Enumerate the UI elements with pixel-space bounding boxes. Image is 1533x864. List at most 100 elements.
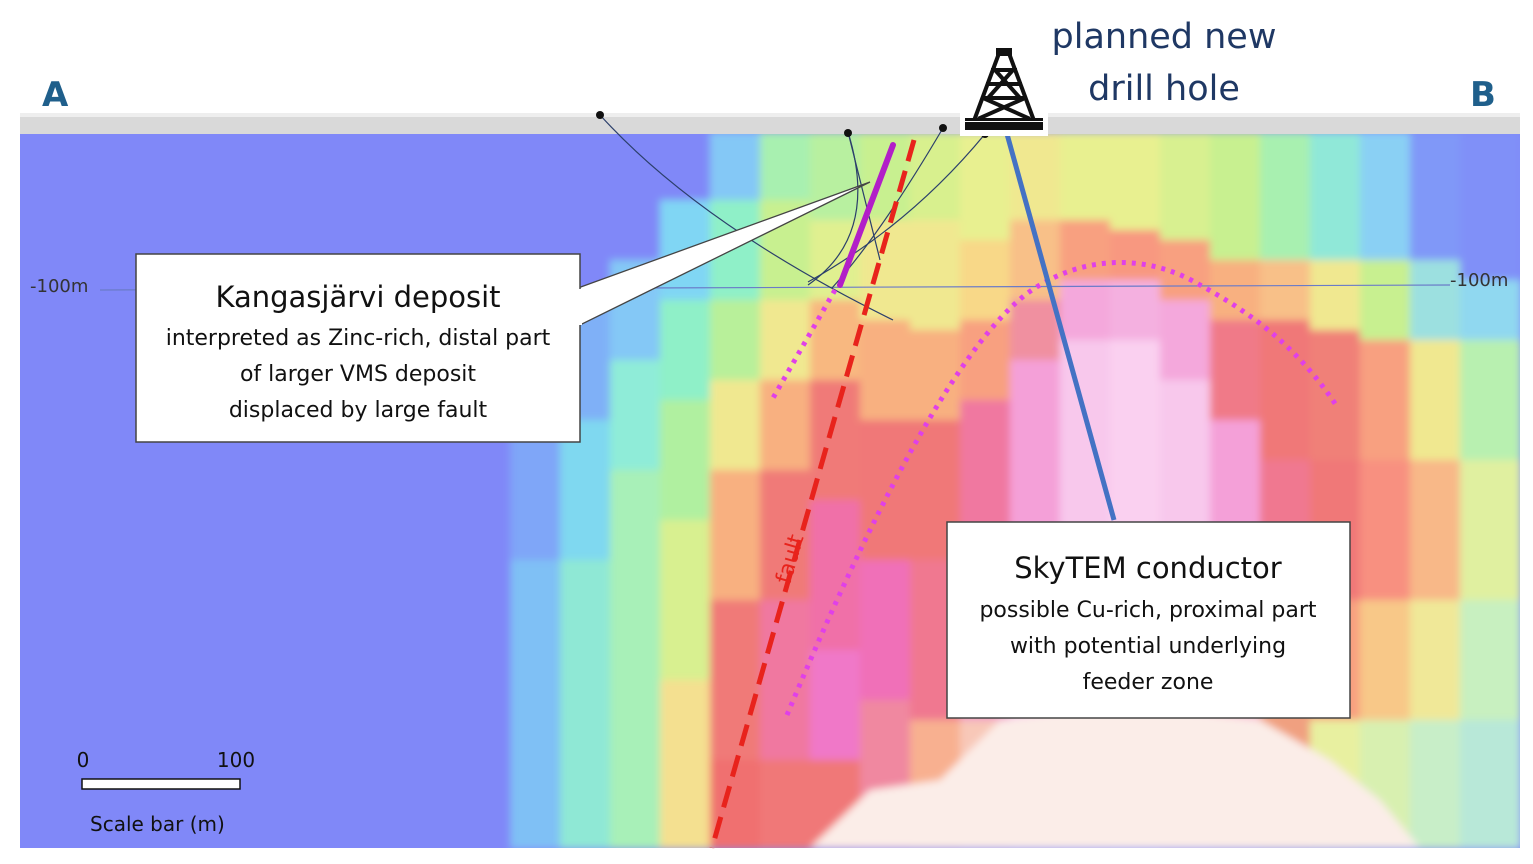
resistivity-cell [1110, 132, 1161, 231]
resistivity-cell [1160, 240, 1211, 301]
resistivity-cell [610, 470, 661, 848]
resistivity-cell [660, 680, 711, 848]
resistivity-cell [860, 420, 911, 561]
conductor-callout-box [946, 521, 1351, 719]
deposit-extension-dotted [770, 288, 838, 400]
resistivity-cell [510, 430, 561, 561]
resistivity-cell [960, 132, 1011, 241]
deposit-callout-box [135, 253, 581, 443]
resistivity-cell [1210, 260, 1261, 321]
resistivity-cell [1410, 600, 1461, 721]
resistivity-cell [1410, 340, 1461, 461]
resistivity-cell [1360, 260, 1411, 341]
conductor-callout-line: possible Cu-rich, proximal part [979, 598, 1316, 623]
conductor-callout-title: SkyTEM conductor [1014, 551, 1282, 585]
resistivity-cell [1360, 132, 1411, 261]
scale-bar-caption: Scale bar (m) [90, 812, 225, 836]
resistivity-cell [1310, 330, 1361, 461]
deposit-callout-line: interpreted as Zinc-rich, distal part [166, 326, 551, 351]
resistivity-cell [660, 520, 711, 681]
resistivity-cell [860, 320, 911, 421]
resistivity-cell [760, 380, 811, 471]
resistivity-cell [760, 300, 811, 381]
resistivity-cell [1160, 300, 1211, 381]
resistivity-cell [1410, 460, 1461, 601]
resistivity-cell [1360, 460, 1411, 601]
resistivity-cell [810, 220, 861, 301]
resistivity-cell [710, 600, 761, 761]
deposit-callout-line: displaced by large fault [229, 398, 488, 423]
resistivity-cell [1410, 260, 1461, 341]
surface-highlight [20, 113, 1520, 117]
resistivity-cell [1210, 320, 1261, 421]
existing-drill-holes [599, 114, 986, 321]
resistivity-cell [1460, 720, 1520, 848]
resistivity-cell [810, 705, 1420, 848]
resistivity-cell [1460, 280, 1520, 341]
resistivity-cell [810, 500, 861, 651]
resistivity-model [20, 132, 1520, 848]
resistivity-cell [1060, 132, 1111, 221]
resistivity-cell [1360, 340, 1411, 461]
deposit-callout-title: Kangasjärvi deposit [215, 280, 500, 314]
resistivity-cell [710, 132, 761, 201]
resistivity-cell [1210, 132, 1261, 261]
deposit-callout: Kangasjärvi deposit interpreted as Zinc-… [135, 181, 871, 443]
resistivity-cell [910, 132, 961, 221]
resistivity-cell [560, 560, 611, 848]
resistivity-cell [660, 400, 711, 521]
resistivity-cell [960, 240, 1011, 321]
resistivity-cell [610, 132, 661, 261]
resistivity-cell [1160, 132, 1211, 241]
drill-label-line2: drill hole [1088, 69, 1240, 109]
resistivity-cell [560, 420, 611, 561]
resistivity-cell [710, 300, 761, 381]
depth-label-left: -100m [30, 276, 88, 297]
depth-label-right: -100m [1450, 270, 1508, 291]
resistivity-cell [810, 300, 861, 381]
kangasjarvi-deposit-body [837, 142, 896, 288]
resistivity-cell [1060, 220, 1111, 281]
resistivity-cell [710, 380, 761, 471]
planned-drill-hole [1004, 133, 1117, 521]
resistivity-cell [1260, 260, 1311, 321]
resistivity-cell [860, 560, 911, 701]
resistivity-cell [760, 600, 811, 761]
resistivity-cell [1460, 600, 1520, 721]
resistivity-cell [1260, 320, 1311, 461]
resistivity-cell [710, 470, 761, 601]
resistivity-cell [1460, 132, 1520, 281]
resistivity-cell [910, 220, 961, 331]
conductor-callout-line: with potential underlying [1010, 634, 1286, 659]
resistivity-cell [1260, 132, 1311, 261]
resistivity-cell [1410, 720, 1461, 848]
fault-line [709, 139, 917, 849]
resistivity-cell [1010, 300, 1061, 361]
resistivity-cell [1110, 230, 1161, 281]
resistivity-cell [1110, 280, 1161, 341]
resistivity-cell [1310, 132, 1361, 261]
resistivity-cell [1310, 260, 1361, 331]
resistivity-cell [510, 560, 561, 848]
conductor-callout-line: feeder zone [1083, 670, 1214, 695]
scale-bar-rect [81, 778, 241, 790]
resistivity-cell [660, 300, 711, 401]
drill-label-line1: planned new [1052, 17, 1277, 57]
conductor-callout: SkyTEM conductor possible Cu-rich, proxi… [946, 521, 1351, 719]
section-end-b: B [1470, 75, 1496, 115]
resistivity-cell [1410, 132, 1461, 261]
resistivity-cell [1360, 600, 1411, 721]
resistivity-cell [760, 132, 811, 201]
resistivity-cell [810, 650, 861, 761]
resistivity-cell [1460, 460, 1520, 601]
deposit-callout-line: of larger VMS deposit [240, 362, 476, 387]
resistivity-cell [760, 760, 811, 848]
resistivity-cell [1460, 340, 1520, 461]
resistivity-cell [610, 360, 661, 471]
section-end-a: A [42, 75, 69, 115]
scale-bar: 0 100 Scale bar (m) [77, 748, 255, 836]
drill-rig-icon [960, 40, 1048, 136]
resistivity-cell [760, 470, 811, 601]
ground-surface [20, 116, 1520, 134]
